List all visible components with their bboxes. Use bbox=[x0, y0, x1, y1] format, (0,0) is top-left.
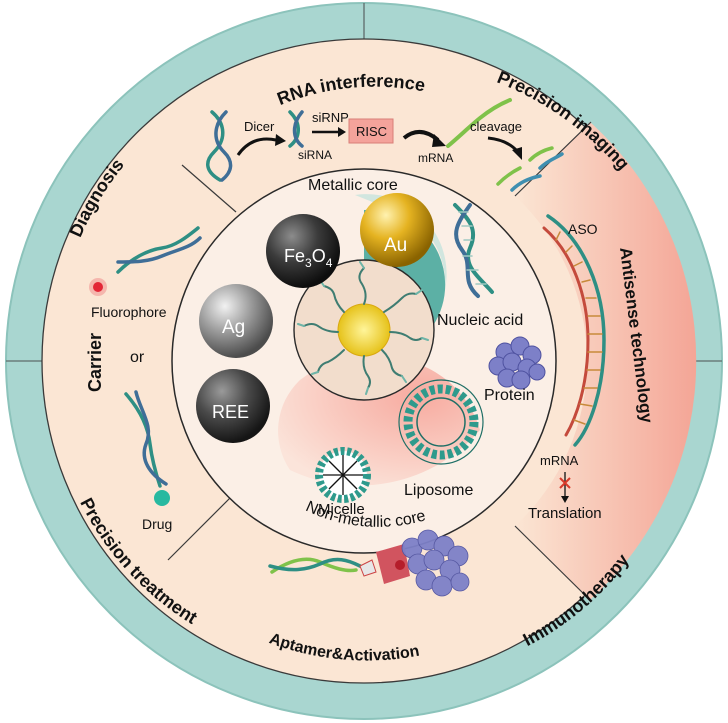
arrow-cleavage-head bbox=[512, 147, 522, 160]
fluorophore-dot bbox=[93, 282, 103, 292]
nanoparticle-strand-tips bbox=[297, 261, 429, 395]
dicer-label: Dicer bbox=[244, 119, 275, 134]
carrier-helix-top bbox=[116, 226, 202, 274]
fe3o4-label: Fe3O4 bbox=[284, 246, 333, 270]
translation-label: Translation bbox=[528, 505, 602, 522]
sirnp-label: siRNP bbox=[312, 110, 349, 125]
aso-helix bbox=[542, 214, 606, 447]
carrier-label: Carrier bbox=[85, 333, 105, 392]
ag-sphere bbox=[199, 284, 273, 358]
au-label: Au bbox=[384, 235, 407, 256]
rnai-helix-1 bbox=[206, 110, 233, 182]
arrow-dicer bbox=[236, 137, 277, 156]
fe3o4-sphere bbox=[266, 214, 340, 288]
cleavage-label: cleavage bbox=[470, 119, 522, 134]
mrna-label-antisense: mRNA bbox=[540, 453, 579, 468]
protein-label: Protein bbox=[484, 387, 535, 404]
nanoparticle-strands bbox=[303, 267, 423, 389]
fluorophore-glow bbox=[89, 278, 107, 296]
aptamer-receptor bbox=[359, 544, 410, 584]
ag-label: Ag bbox=[222, 317, 245, 338]
sirna-label: siRNA bbox=[298, 148, 332, 162]
block-cross-icon bbox=[559, 477, 571, 489]
ree-label: REE bbox=[212, 402, 249, 422]
mrna-label-rnai: mRNA bbox=[418, 151, 453, 165]
aso-label: ASO bbox=[568, 221, 598, 237]
metallic-core-label: Metallic core bbox=[308, 177, 398, 194]
nanoparticle-core bbox=[337, 303, 391, 357]
or-label: or bbox=[130, 349, 145, 366]
target-protein-icon bbox=[401, 529, 470, 597]
micelle-icon bbox=[315, 447, 371, 503]
arrow-sirnp-head bbox=[338, 127, 346, 137]
drug-dot bbox=[154, 490, 170, 506]
nucleic-acid-helix bbox=[453, 203, 494, 298]
drug-label: Drug bbox=[142, 516, 172, 532]
cleaved-mrna bbox=[496, 146, 564, 192]
aptamer-strand bbox=[268, 557, 362, 574]
liposome-icon bbox=[398, 379, 484, 465]
mrna-strand bbox=[446, 98, 512, 148]
arrow-risc-head bbox=[432, 134, 446, 147]
carrier-helix-bottom bbox=[124, 390, 168, 488]
liposome-label: Liposome bbox=[404, 482, 473, 499]
ree-sphere bbox=[196, 369, 270, 443]
fluorophore-label: Fluorophore bbox=[91, 304, 167, 320]
nucleic-acid-label: Nucleic acid bbox=[437, 312, 523, 329]
arrow-dicer-head bbox=[275, 134, 286, 146]
rnai-helix-2 bbox=[288, 110, 304, 148]
translation-arrow-head bbox=[561, 496, 569, 503]
risc-box bbox=[348, 118, 394, 144]
antisense-segment-bg bbox=[515, 122, 697, 600]
micelle-label: Micelle bbox=[318, 501, 365, 518]
protein-icon bbox=[488, 336, 546, 390]
au-sphere bbox=[360, 193, 434, 267]
risc-label: RISC bbox=[356, 124, 387, 139]
